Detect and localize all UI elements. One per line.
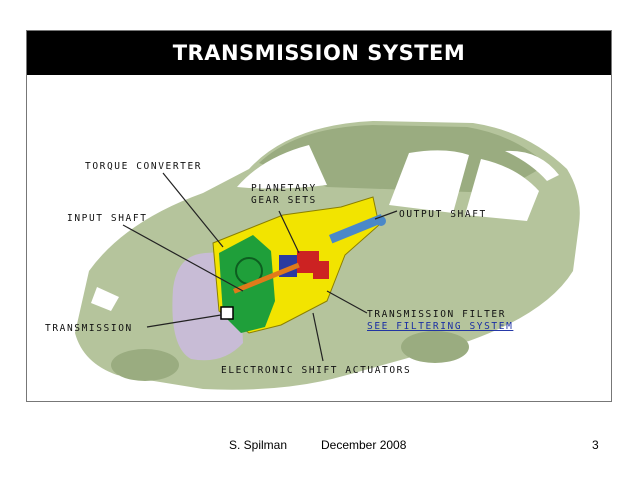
car-window-rear	[465, 159, 539, 221]
label-torque-converter: TORQUE CONVERTER	[85, 161, 202, 172]
title-bar: TRANSMISSION SYSTEM	[27, 31, 611, 75]
figure-title: TRANSMISSION SYSTEM	[172, 41, 466, 65]
leader-torque-converter	[162, 172, 224, 248]
label-input-shaft: INPUT SHAFT	[67, 213, 148, 224]
leader-input-shaft	[122, 224, 244, 292]
label-planetary-line2: GEAR SETS	[251, 195, 317, 206]
slide-footer: S. Spilman December 2008 3	[0, 438, 638, 458]
car-front-wheel	[111, 349, 179, 381]
car-illustration: TORQUE CONVERTER PLANETARY GEAR SETS INP…	[45, 121, 580, 390]
leader-lines	[122, 172, 398, 362]
output-shaft-end	[376, 216, 386, 226]
label-planetary-line1: PLANETARY	[251, 183, 317, 194]
car-window-front	[389, 150, 469, 213]
label-electronic-shift-actuators: ELECTRONIC SHIFT ACTUATORS	[221, 365, 411, 376]
link-see-filtering-system[interactable]: SEE FILTERING SYSTEM	[367, 321, 513, 332]
leader-output-shaft	[374, 210, 398, 220]
car-rear-window	[505, 150, 559, 181]
input-shaft-body	[233, 262, 300, 294]
leader-planetary	[278, 210, 300, 254]
leader-filter	[326, 290, 368, 314]
car-windshield	[237, 145, 327, 189]
transmission-figure: TRANSMISSION SYSTEM	[26, 30, 612, 402]
transmission-assembly	[212, 196, 386, 334]
footer-author: S. Spilman	[229, 438, 288, 452]
output-shaft-body	[329, 214, 385, 244]
label-transmission: TRANSMISSION	[45, 323, 133, 334]
footer-date: December 2008	[321, 438, 407, 452]
label-transmission-filter: TRANSMISSION FILTER	[367, 309, 506, 320]
leader-transmission	[146, 314, 222, 328]
leader-shift-actuators	[312, 312, 324, 362]
car-headlight	[91, 287, 119, 311]
car-rear-wheel	[401, 331, 469, 363]
transmission-marker	[220, 306, 234, 320]
car-roof-shade	[259, 125, 547, 193]
label-output-shaft: OUTPUT SHAFT	[399, 209, 487, 220]
footer-page-number: 3	[592, 438, 599, 452]
planetary-gear-red-2	[313, 261, 329, 279]
